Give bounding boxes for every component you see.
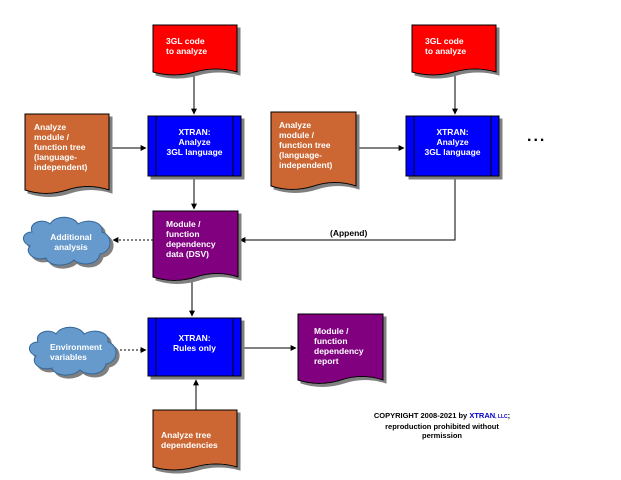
- xtran-process-2-text: : Analyze 3GL language: [424, 127, 481, 157]
- code-document-2-label: 3GL code to analyze: [425, 36, 467, 56]
- xtran-process-2: [405, 115, 500, 177]
- report-document: [297, 313, 384, 384]
- copyright-suffix: ;: [507, 411, 511, 420]
- dsv-document: [152, 210, 239, 281]
- tree-document-1: [24, 113, 110, 194]
- dsv-document-label: Module / function dependency data (DSV): [166, 219, 216, 259]
- xtran-brand: XTRAN: [436, 127, 466, 137]
- dependencies-document-label: Analyze tree dependencies: [161, 430, 218, 450]
- copyright-brand: XTRAN: [469, 411, 496, 420]
- report-document-label: Module / function dependency report: [314, 326, 364, 366]
- xtran-process-3-text: : Rules only: [173, 333, 216, 353]
- dependencies-document: [152, 409, 238, 471]
- arrow-xtran2-dsv-append: [239, 177, 456, 243]
- copyright-llc: , LLC: [495, 414, 508, 420]
- tree-document-2-label: Analyze module / function tree (language…: [279, 120, 333, 170]
- tree-document-2: [270, 111, 357, 190]
- append-label: (Append): [330, 228, 368, 238]
- connectors: [110, 74, 458, 410]
- copyright-prefix: COPYRIGHT 2008-2021 by: [373, 411, 470, 420]
- additional-analysis-cloud: [23, 216, 111, 266]
- xtran-process-1: [147, 115, 242, 177]
- tree-document-1-label: Analyze module / function tree (language…: [34, 122, 88, 172]
- xtran-brand: XTRAN: [178, 333, 208, 343]
- xtran-process-3-label: XTRAN: Rules only: [156, 333, 233, 353]
- environment-variables-cloud: [29, 326, 117, 376]
- environment-variables-label: Environment variables: [50, 342, 102, 362]
- more-ellipsis: ...: [527, 128, 547, 145]
- copyright-notice: COPYRIGHT 2008-2021 by XTRAN, LLC; repro…: [352, 411, 532, 440]
- xtran-process-1-label: XTRAN: Analyze 3GL language: [156, 127, 233, 157]
- copyright-line3: permission: [421, 431, 462, 440]
- xtran-process-1-text: : Analyze 3GL language: [166, 127, 223, 157]
- code-document-1: [152, 24, 238, 76]
- additional-analysis-label: Additional analysis: [50, 232, 92, 252]
- xtran-process-2-label: XTRAN: Analyze 3GL language: [414, 127, 491, 157]
- xtran-process-3: [147, 317, 242, 377]
- code-document-1-label: 3GL code to analyze: [166, 36, 208, 56]
- code-document-2: [411, 24, 497, 76]
- xtran-brand: XTRAN: [178, 127, 208, 137]
- copyright-line2: reproduction prohibited without: [385, 422, 499, 431]
